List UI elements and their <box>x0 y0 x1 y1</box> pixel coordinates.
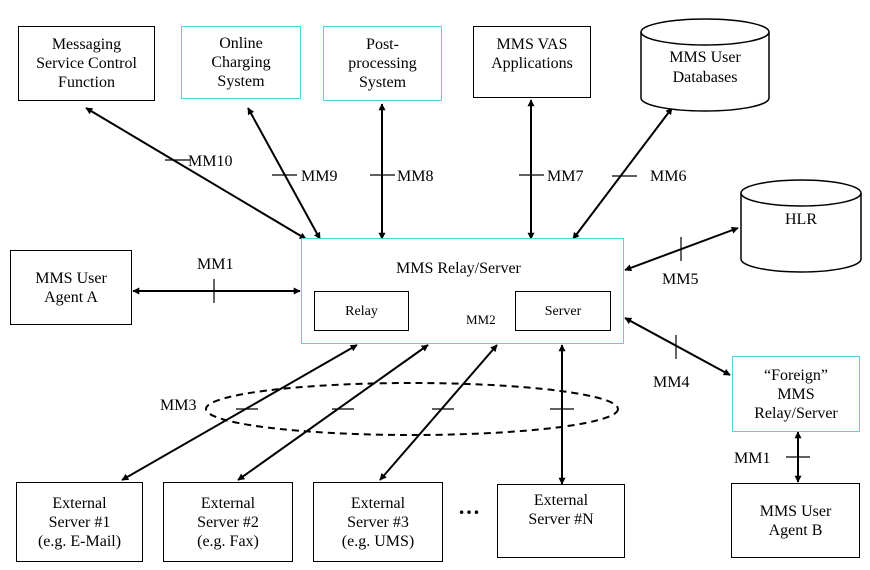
external-server-2-box: External Server #2 (e.g. Fax) <box>163 482 293 562</box>
mms-user-agent-a-box: MMS User Agent A <box>10 250 132 325</box>
mm3-group-ellipse <box>205 382 619 436</box>
mm4-link <box>624 317 731 376</box>
server-box: Server <box>515 291 611 331</box>
mm3-link-server-3 <box>379 344 498 481</box>
user-databases-label-1: MMS User <box>669 49 741 66</box>
mms-relay-server-box: MMS Relay/Server Relay Server <box>301 238 624 344</box>
mms-relay-server-title: MMS Relay/Server <box>396 260 521 277</box>
mm9-link <box>247 107 321 240</box>
mm3-label: MM3 <box>160 397 197 414</box>
mm9-label: MM9 <box>301 168 338 185</box>
mm4-label: MM4 <box>653 374 690 391</box>
mm10-label: MM10 <box>188 153 233 170</box>
foreign-mms-relay-server-box: “Foreign” MMS Relay/Server <box>732 356 860 432</box>
mm1-b-label: MM1 <box>734 450 771 467</box>
relay-box: Relay <box>314 291 409 331</box>
mm1-a-label: MM1 <box>197 256 234 273</box>
hlr-cylinder: HLR <box>740 179 862 273</box>
external-server-3-box: External Server #3 (e.g. UMS) <box>313 482 443 562</box>
user-databases-label-2: Databases <box>673 69 738 86</box>
messaging-service-control-box: Messaging Service Control Function <box>18 26 155 101</box>
external-server-1-box: External Server #1 (e.g. E-Mail) <box>16 482 143 562</box>
mms-user-agent-b-box: MMS User Agent B <box>731 483 860 558</box>
external-server-n-box: External Server #N <box>497 484 625 558</box>
mm6-label: MM6 <box>650 168 687 185</box>
mm2-label: MM2 <box>466 312 496 327</box>
user-databases-cylinder: MMS User Databases <box>640 18 770 112</box>
more-servers-ellipsis: … <box>458 494 481 519</box>
mm5-label: MM5 <box>662 271 699 288</box>
mm3-link-server-2 <box>237 344 429 481</box>
mm3-link-server-1 <box>121 344 358 481</box>
mms-vas-applications-box: MMS VAS Applications <box>473 26 591 98</box>
post-processing-system-box: Post- processing System <box>323 26 442 101</box>
online-charging-system-box: Online Charging System <box>181 26 301 99</box>
mm7-label: MM7 <box>547 168 584 185</box>
mm10-link <box>85 107 307 240</box>
mm8-label: MM8 <box>397 168 434 185</box>
hlr-label: HLR <box>785 211 817 228</box>
mm6-link <box>572 107 673 240</box>
